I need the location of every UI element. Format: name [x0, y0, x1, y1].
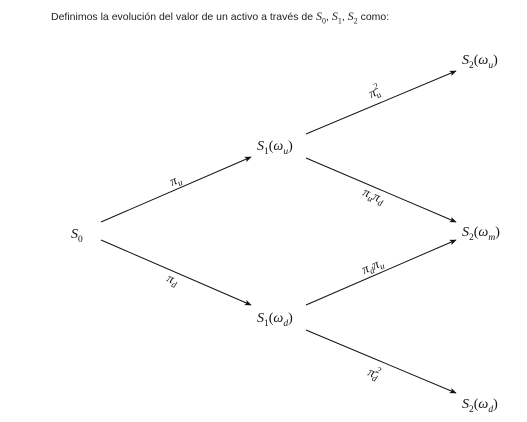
node-s2-d: S2(ωd) [462, 397, 498, 415]
header-symbol-s2: S2 [347, 9, 358, 26]
header-symbol-s1: S1 [331, 9, 342, 26]
label-edge-s1u-s2m: πuπd [360, 184, 387, 208]
label-edge-s1u-s2u: π2u [366, 81, 384, 103]
header-text: Definimos la evolución del valor de un a… [51, 9, 390, 26]
svg-text:πdπu: πdπu [359, 254, 386, 279]
node-s0: S0 [71, 227, 83, 245]
edge-s0-s1u [100, 156, 252, 223]
header-prefix: Definimos la evolución del valor de un a… [51, 11, 316, 23]
svg-text:πuπd: πuπd [360, 184, 387, 208]
edge-s1d-s2m [305, 239, 457, 306]
node-s2-m: S2(ωm) [462, 225, 500, 243]
node-s2-u: S2(ωu) [462, 53, 498, 71]
svg-text:π2d: π2d [365, 362, 383, 384]
node-s1-u: S1(ωu) [257, 139, 293, 157]
header-symbol-s0: S0 [315, 9, 326, 26]
label-edge-s1d-s2m: πdπu [359, 254, 386, 279]
edge-s1d-s2d [305, 329, 457, 394]
node-s1-d: S1(ωd) [257, 311, 293, 329]
edge-s1u-s2u [305, 70, 457, 135]
svg-text:πd: πd [164, 270, 181, 290]
svg-text:π2u: π2u [366, 81, 384, 103]
label-edge-s0-s1u: πu [167, 170, 184, 190]
edge-s0-s1d [100, 239, 252, 306]
label-edge-s1d-s2d: π2d [365, 362, 383, 384]
label-edge-s0-s1d: πd [164, 270, 181, 290]
header-suffix: como: [357, 11, 390, 23]
svg-text:πu: πu [167, 170, 184, 190]
edge-s1u-s2m [305, 157, 457, 223]
